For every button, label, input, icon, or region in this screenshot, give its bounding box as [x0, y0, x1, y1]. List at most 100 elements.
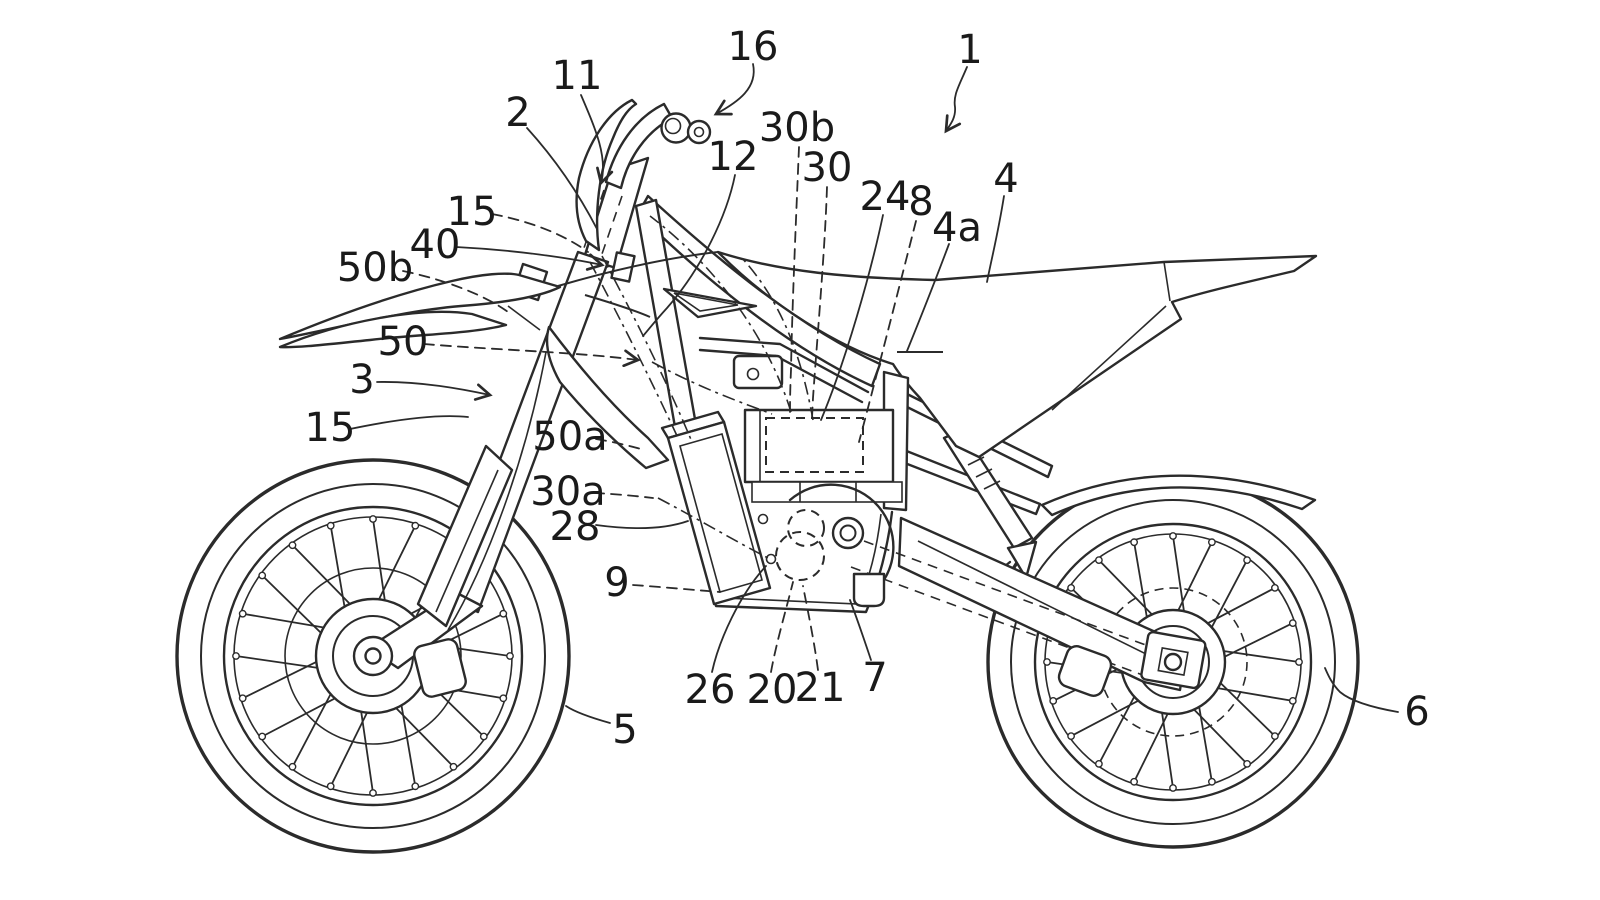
battery-tray: [751, 481, 903, 503]
ref-label-20: 20: [747, 667, 798, 713]
ref-label-4: 4: [993, 156, 1018, 202]
tank-top-edge: [557, 251, 719, 287]
rear-tire-inner: [1010, 499, 1336, 825]
leader-20: [770, 581, 794, 673]
leader-12: [642, 174, 736, 337]
cable-route-30b: [649, 215, 792, 413]
ref-label-21: 21: [795, 665, 846, 711]
ref-label-30: 30: [802, 145, 853, 191]
rear-axle: [1163, 652, 1183, 672]
leader-50: [423, 343, 641, 368]
ref-label-50a: 50a: [532, 414, 607, 460]
ref-label-8: 8: [908, 179, 933, 225]
mount-bolt-lower: [765, 553, 777, 565]
front-tire-inner: [200, 483, 546, 829]
cable-routes: [589, 215, 814, 561]
leader-15-lower: [349, 415, 469, 430]
front-number-plate: [575, 98, 638, 252]
leader-5: [565, 705, 611, 724]
leader-4a: [906, 243, 950, 352]
swingarm: [850, 516, 1207, 697]
mount-bolt-upper: [757, 513, 769, 525]
leader-15-upper: [491, 213, 589, 253]
drive-sprocket: [831, 516, 865, 550]
ref-label-40: 40: [410, 222, 461, 268]
ref-label-12: 12: [708, 134, 759, 180]
rear-rim-outer: [1033, 522, 1313, 802]
leader-16: [713, 63, 755, 116]
ref-labels: 16 11 2 1 30b 12 30 24 8 4a 4 15 40 50b …: [305, 24, 1430, 753]
front-fork: [352, 98, 712, 698]
canister: [660, 410, 772, 606]
leader-6: [1324, 667, 1399, 713]
front-rim-outer: [222, 505, 524, 807]
front-fender: [278, 272, 651, 349]
leader-30b: [789, 146, 800, 415]
ref-label-7: 7: [862, 655, 887, 701]
rear-fender: [1040, 474, 1317, 517]
chain-upper-hidden: [863, 540, 1163, 652]
ref-label-15-lower: 15: [305, 405, 356, 451]
ref-label-50: 50: [378, 319, 429, 365]
leader-2: [526, 127, 598, 230]
leader-7: [849, 599, 872, 661]
ref-label-16: 16: [728, 24, 779, 70]
leader-40: [455, 246, 605, 271]
leader-lines: [349, 63, 1399, 724]
motor-unit: [757, 483, 895, 608]
leader-1: [944, 66, 968, 134]
ref-label-4a: 4a: [932, 205, 982, 251]
leader-30: [811, 186, 828, 419]
lower-shroud: [545, 325, 670, 470]
front-brake-caliper: [413, 638, 467, 698]
handlebar: [604, 102, 674, 190]
leader-24: [820, 214, 884, 421]
chain-lower-hidden: [850, 566, 1157, 681]
footpeg-bracket: [852, 572, 886, 608]
battery-hidden-outline: [765, 417, 864, 473]
ref-label-6: 6: [1404, 689, 1429, 735]
leader-8: [858, 220, 917, 443]
leader-21: [802, 585, 819, 671]
leader-50a: [595, 438, 642, 450]
shroud: [545, 251, 758, 470]
ref-label-28: 28: [550, 504, 601, 550]
front-axle: [364, 647, 382, 665]
leader-28: [595, 520, 689, 530]
main-frame-spar: [636, 194, 882, 388]
leader-11: [580, 94, 614, 186]
motor-gear-hidden: [775, 531, 825, 581]
ref-label-1: 1: [957, 27, 982, 73]
motor-case-arc: [788, 483, 895, 596]
ref-label-30a: 30a: [530, 469, 605, 515]
canister-body: [666, 420, 772, 606]
ref-label-5: 5: [612, 707, 637, 753]
handlebar-grip-end: [686, 119, 712, 145]
ref-label-3: 3: [349, 357, 374, 403]
leader-30a: [593, 492, 654, 499]
sensor-unit-40: [610, 251, 636, 283]
front-fender-lower-blade: [278, 310, 508, 349]
front-spokes: [232, 515, 514, 797]
shock-linkage: [1006, 540, 1038, 580]
cable-route-30: [741, 257, 814, 421]
cable-route-downtube-b: [601, 255, 693, 443]
front-tire-outer: [175, 458, 571, 854]
ref-label-15-upper: 15: [447, 189, 498, 235]
leader-4: [986, 195, 1005, 283]
front-brake-disc: [284, 567, 462, 745]
leader-9: [632, 584, 721, 593]
rear-spokes: [1043, 532, 1303, 792]
ref-label-2: 2: [505, 90, 530, 136]
ref-label-24: 24: [860, 174, 911, 220]
rear-brake-caliper: [1057, 645, 1113, 697]
ref-label-50b: 50b: [337, 245, 413, 291]
ref-label-11: 11: [552, 53, 603, 99]
battery-box: [743, 408, 903, 503]
motor-shaft-hidden: [787, 509, 825, 547]
ref-label-30b: 30b: [759, 105, 835, 151]
leader-50b: [402, 270, 513, 316]
battery-case: [743, 408, 895, 484]
